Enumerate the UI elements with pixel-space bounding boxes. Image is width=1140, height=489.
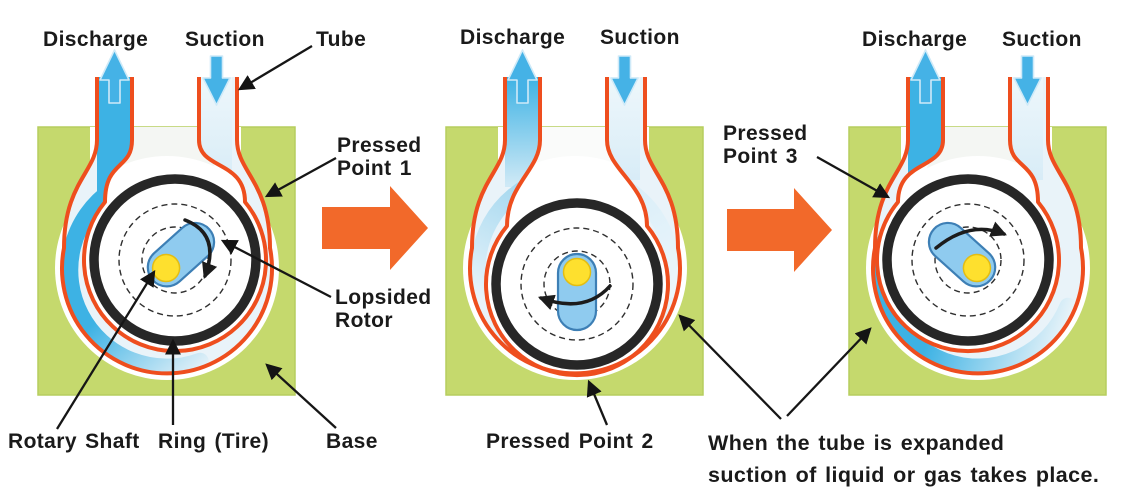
leader-arrow-base <box>265 363 337 429</box>
tire-ring <box>491 198 663 370</box>
rotary-shaft <box>151 253 181 283</box>
suction-flow-arrow-icon <box>1013 55 1042 106</box>
label-discharge-panel2: Discharge <box>460 26 566 49</box>
leader-arrow-pressed-point-2 <box>586 379 609 426</box>
leader-arrow-expanded-tube-right <box>786 327 872 417</box>
leader-arrow-rotary-shaft <box>56 269 156 430</box>
rotor-track-inner-dashed <box>934 226 1002 294</box>
label-suction-panel1: Suction <box>185 28 265 51</box>
label-ring-tire: Ring (Tire) <box>158 430 270 453</box>
rotor-track-dashed <box>118 203 232 317</box>
stage-transition-arrow-1 <box>322 186 428 270</box>
tire-ring <box>882 174 1054 346</box>
suction-flow-arrow-icon <box>610 55 639 106</box>
label-discharge-panel1: Discharge <box>43 28 149 51</box>
caption-expanded-tube: When the tube is expanded suction of liq… <box>708 427 1099 489</box>
tube-inner-wall <box>875 77 1061 354</box>
discharge-flow-arrow-icon <box>507 49 538 104</box>
tube-inner-wall <box>484 77 670 378</box>
stage-transition-arrow-2 <box>727 188 832 272</box>
rotation-arrow-icon <box>934 221 1007 250</box>
label-base: Base <box>326 430 378 453</box>
suction-flow-arrow-icon <box>202 55 231 106</box>
discharge-flow-arrow-icon <box>910 49 941 104</box>
leader-arrow-tube <box>237 45 313 91</box>
rotation-arrow-icon <box>183 218 218 280</box>
label-pressed-point-3: Pressed Point 3 <box>723 122 808 169</box>
label-suction-panel3: Suction <box>1002 28 1082 51</box>
caption-line-2: suction of liquid or gas takes place. <box>708 463 1100 487</box>
pump-panel-1 <box>37 49 296 396</box>
tube-outer-wall <box>60 77 274 376</box>
label-suction-panel2: Suction <box>600 26 680 49</box>
rotor-track-dashed <box>520 227 634 341</box>
label-tube: Tube <box>316 28 367 51</box>
rotation-arrow-icon <box>537 284 612 310</box>
discharge-flow-arrow-icon <box>99 49 130 104</box>
label-pressed-point-1: Pressed Point 1 <box>337 134 422 181</box>
leader-arrow-pressed-point-1 <box>264 156 337 198</box>
leader-arrow-pressed-point-3 <box>816 155 891 199</box>
caption-line-1: When the tube is expanded <box>708 431 1005 455</box>
label-lopsided-rotor: Lopsided Rotor <box>335 286 432 333</box>
rotary-shaft <box>962 253 992 283</box>
leader-arrow-lopsided-rotor <box>220 239 332 299</box>
rotor-assembly <box>537 252 612 332</box>
pump-panel-3 <box>848 49 1107 396</box>
tube-outer-wall <box>871 77 1085 376</box>
rotary-shaft <box>562 257 592 287</box>
label-discharge-panel3: Discharge <box>862 28 968 51</box>
pump-panel-2 <box>445 49 704 396</box>
label-rotary-shaft: Rotary Shaft <box>8 430 140 453</box>
rotor-track-dashed <box>911 203 1025 317</box>
rotor-assembly <box>146 218 218 288</box>
leader-arrow-expanded-tube-left <box>678 314 782 420</box>
rotor-assembly <box>927 221 1007 288</box>
label-pressed-point-2: Pressed Point 2 <box>486 430 654 453</box>
